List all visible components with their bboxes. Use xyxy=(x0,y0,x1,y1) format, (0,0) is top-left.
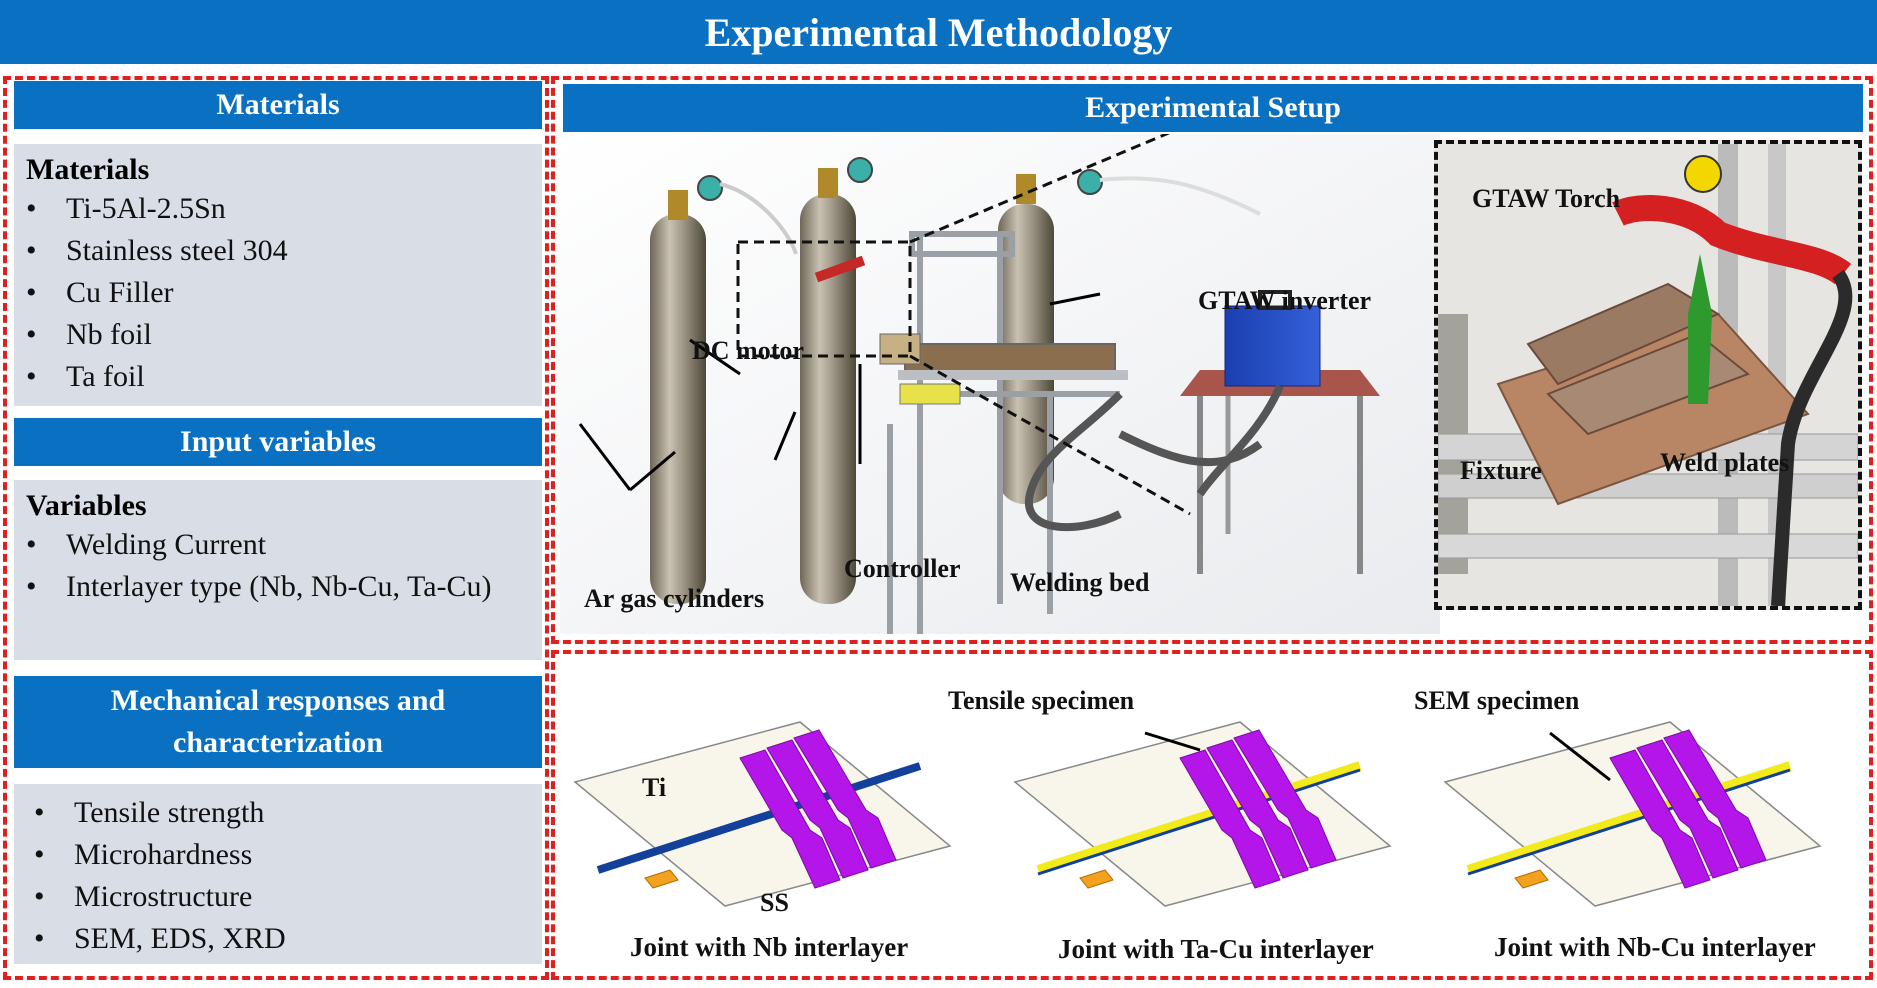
ti-label: Ti xyxy=(642,773,667,802)
fixture-label: Fixture xyxy=(1460,456,1542,485)
gtaw-inverter xyxy=(1224,305,1321,387)
setup-header: Experimental Setup xyxy=(563,84,1863,132)
joint-nb xyxy=(573,721,952,907)
responses-header-label: Mechanical responses and characterizatio… xyxy=(110,684,446,759)
joint-nb-cu xyxy=(1443,721,1822,907)
specimens-panel xyxy=(551,650,1873,980)
gas-cylinder xyxy=(800,157,873,604)
controller-box xyxy=(899,383,961,405)
tensile-specimen-label: Tensile specimen xyxy=(948,686,1135,715)
welding-bed xyxy=(904,343,1116,375)
caption-nb-cu: Joint with Nb-Cu interlayer xyxy=(1494,932,1816,962)
responses-box: Tensile strength Microhardness Microstru… xyxy=(14,784,542,964)
setup-panel xyxy=(551,76,1873,644)
list-item: Nb foil xyxy=(20,314,536,356)
responses-list: Tensile strength Microhardness Microstru… xyxy=(28,792,536,960)
list-item: SEM, EDS, XRD xyxy=(28,918,536,960)
gas-cylinder xyxy=(650,175,723,604)
joint-ta-cu xyxy=(1013,721,1392,907)
list-item: Welding Current xyxy=(20,524,536,566)
gtaw-torch-label: GTAW Torch xyxy=(1472,184,1621,213)
torch-zoom-inset xyxy=(1434,140,1862,610)
page-title: Experimental Methodology xyxy=(704,9,1173,55)
materials-title: Materials xyxy=(26,153,150,186)
left-panel xyxy=(3,76,549,980)
variables-box: Variables Welding Current Interlayer typ… xyxy=(14,480,542,660)
variables-title: Variables xyxy=(26,489,147,522)
materials-list: Ti-5Al-2.5Sn Stainless steel 304 Cu Fill… xyxy=(20,188,536,398)
list-item: Ta foil xyxy=(20,356,536,398)
input-variables-label: Input variables xyxy=(180,425,376,458)
list-item: Microstructure xyxy=(28,876,536,918)
setup-header-label: Experimental Setup xyxy=(1085,91,1341,124)
list-item: Interlayer type (Nb, Nb-Cu, Ta-Cu) xyxy=(20,566,536,608)
responses-header: Mechanical responses and characterizatio… xyxy=(14,676,542,768)
ar-gas-label: Ar gas cylinders xyxy=(584,584,765,613)
zoom-box xyxy=(736,240,912,358)
controller-label: Controller xyxy=(844,554,961,583)
caption-ta-cu: Joint with Ta-Cu interlayer xyxy=(1058,934,1374,964)
variables-list: Welding Current Interlayer type (Nb, Nb-… xyxy=(20,524,536,608)
dc-motor-label: DC motor xyxy=(692,336,804,365)
page-title-banner: Experimental Methodology xyxy=(0,0,1877,64)
materials-box: Materials Ti-5Al-2.5Sn Stainless steel 3… xyxy=(14,144,542,406)
inset-illustration xyxy=(1438,144,1858,606)
caption-nb: Joint with Nb interlayer xyxy=(630,932,909,962)
input-variables-header: Input variables xyxy=(14,418,542,466)
list-item: Microhardness xyxy=(28,834,536,876)
specimens-illustration xyxy=(573,721,1822,907)
setup-illustration xyxy=(560,134,1440,634)
list-item: Ti-5Al-2.5Sn xyxy=(20,188,536,230)
gtaw-inverter-label: GTAW inverter xyxy=(1198,286,1372,315)
list-item: Tensile strength xyxy=(28,792,536,834)
sem-specimen-label: SEM specimen xyxy=(1414,686,1580,715)
weld-plates-label: Weld plates xyxy=(1660,448,1790,477)
ss-label: SS xyxy=(760,888,789,917)
materials-header: Materials xyxy=(14,81,542,129)
list-item: Stainless steel 304 xyxy=(20,230,536,272)
materials-header-label: Materials xyxy=(216,88,340,121)
list-item: Cu Filler xyxy=(20,272,536,314)
welding-bed-label: Welding bed xyxy=(1010,568,1150,597)
